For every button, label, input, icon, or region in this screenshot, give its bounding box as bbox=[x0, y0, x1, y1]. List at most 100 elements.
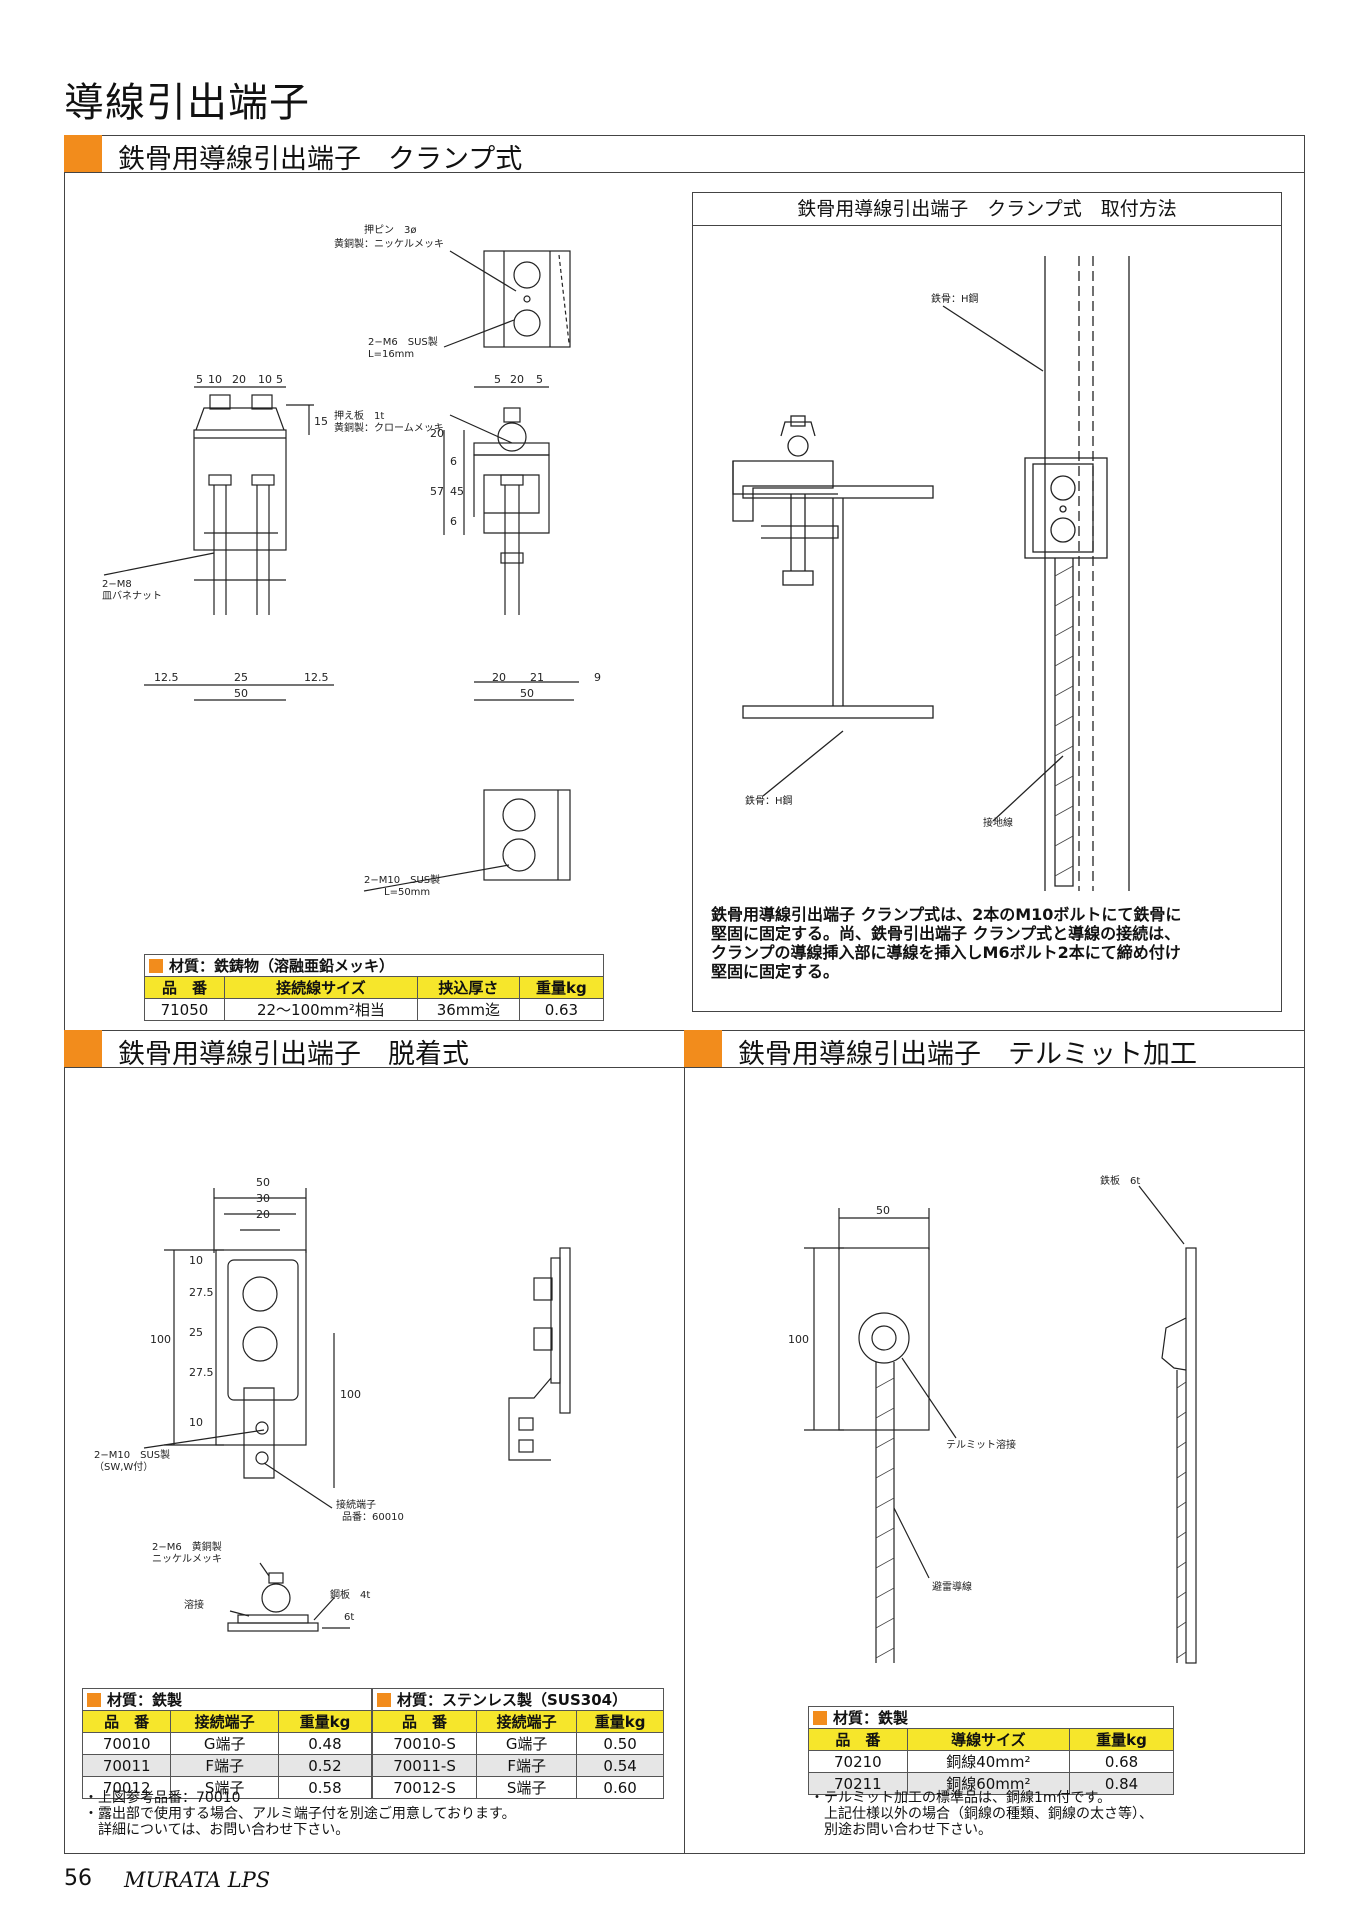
dim-5: 5 bbox=[536, 373, 543, 386]
detach-sus-table: 材質：ステンレス製（SUS304） 品 番 接続端子 重量kg 70010-S … bbox=[371, 1688, 664, 1799]
header-cell: 品 番 bbox=[81, 1710, 172, 1733]
table-row: 71050 22〜100mm²相当 36mm迄 0.63 bbox=[144, 998, 605, 1021]
table-cell: F端子 bbox=[170, 1754, 279, 1777]
dim-30: 30 bbox=[256, 1192, 270, 1205]
table-cell: 70211 bbox=[808, 1772, 908, 1795]
ground-wire-label: 接地線 bbox=[983, 816, 1013, 829]
m10-length: L=50mm bbox=[384, 887, 430, 898]
table-cell: 70210 bbox=[808, 1750, 908, 1773]
m10-label: 2−M10 SUS製 bbox=[364, 873, 440, 886]
orange-square-icon bbox=[377, 1693, 391, 1707]
dim-25: 25 bbox=[234, 671, 248, 684]
detach-section-title: 鉄骨用導線引出端子 脱着式 bbox=[118, 1039, 469, 1070]
dim-50: 50 bbox=[876, 1204, 890, 1217]
dim-50: 50 bbox=[256, 1176, 270, 1189]
table-cell: F端子 bbox=[476, 1754, 578, 1777]
thermit-note-2: 上記仕様以外の場合（銅線の種類、銅線の太さ等）、 bbox=[810, 1806, 1153, 1822]
clamp-section-frame bbox=[64, 135, 1305, 1031]
dim-12-5: 12.5 bbox=[154, 671, 179, 684]
table-cell: 70012 bbox=[81, 1776, 172, 1799]
table-cell: 0.50 bbox=[576, 1732, 664, 1755]
header-cell: 導線サイズ bbox=[906, 1728, 1071, 1751]
header-cell: 重量kg bbox=[277, 1710, 373, 1733]
dim-6: 6 bbox=[450, 455, 457, 468]
detach-sus-material-cell: 材質：ステンレス製（SUS304） bbox=[372, 1688, 664, 1711]
dim-27-5: 27.5 bbox=[189, 1366, 214, 1379]
table-cell: 0.58 bbox=[277, 1776, 373, 1799]
detach-m6-material: ニッケルメッキ bbox=[152, 1553, 222, 1565]
dim-50: 50 bbox=[520, 687, 534, 700]
thermit-section-header: 鉄骨用導線引出端子 テルミット加工 bbox=[684, 1030, 1305, 1070]
dim-10: 10 bbox=[208, 373, 222, 386]
table-cell: 71050 bbox=[144, 998, 225, 1021]
dim-10: 10 bbox=[258, 373, 272, 386]
steel-bottom-label: 鉄骨：H鋼 bbox=[745, 794, 793, 807]
table-cell: 0.52 bbox=[277, 1754, 373, 1777]
header-cell: 品 番 bbox=[371, 1710, 478, 1733]
dim-20: 20 bbox=[492, 671, 506, 684]
dim-5: 5 bbox=[196, 373, 203, 386]
table-cell: 22〜100mm²相当 bbox=[223, 998, 418, 1021]
orange-marker bbox=[684, 1030, 722, 1067]
thermit-weld-label: テルミット溶接 bbox=[946, 1438, 1016, 1451]
dim-27-5: 27.5 bbox=[189, 1286, 214, 1299]
detach-m6-label: 2−M6 黄銅製 bbox=[152, 1540, 222, 1553]
dim-20: 20 bbox=[232, 373, 246, 386]
header-cell: 品 番 bbox=[144, 976, 225, 999]
table-row: 70210 銅線40mm² 0.68 bbox=[808, 1750, 1174, 1773]
table-row: 70011-S F端子 0.54 bbox=[371, 1754, 664, 1777]
table-cell: 70012-S bbox=[371, 1776, 478, 1799]
terminal-number: 品番：60010 bbox=[342, 1511, 404, 1523]
table-cell: 70011-S bbox=[371, 1754, 478, 1777]
table-cell: 0.54 bbox=[576, 1754, 664, 1777]
table-cell: 0.48 bbox=[277, 1732, 373, 1755]
plate-label: 押え板 1t bbox=[334, 409, 384, 422]
header-cell: 接続端子 bbox=[170, 1710, 279, 1733]
thermit-section-frame bbox=[684, 1030, 1305, 1854]
table-row: 70012 S端子 0.58 bbox=[81, 1776, 373, 1799]
detach-drawing: 50 30 20 10 27.5 25 27.5 10 100 100 2−M1… bbox=[94, 1176, 571, 1632]
weld-label: 溶接 bbox=[184, 1598, 204, 1611]
detach-m10-note: （SW,W付） bbox=[94, 1460, 153, 1473]
m6-label: 2−M6 SUS製 bbox=[368, 335, 438, 348]
header-cell: 重量kg bbox=[518, 976, 605, 999]
thermit-note-1: ・テルミット加工の標準品は、銅線1m付です。 bbox=[810, 1790, 1112, 1806]
dim-10: 10 bbox=[189, 1254, 203, 1267]
brand-name: MURATA LPS bbox=[124, 1868, 271, 1892]
m8-material: 皿バネナット bbox=[102, 590, 162, 602]
detach-note-2: ・露出部で使用する場合、アルミ端子付を別途ご用意しております。 bbox=[84, 1806, 516, 1822]
terminal-label: 接続端子 bbox=[336, 1498, 376, 1511]
detach-section-header: 鉄骨用導線引出端子 脱着式 bbox=[64, 1030, 685, 1070]
dim-57: 57 bbox=[430, 485, 444, 498]
dim-20: 20 bbox=[256, 1208, 270, 1221]
clamp-spec-table: 材質：鉄鋳物（溶融亜鉛メッキ） 品 番 接続線サイズ 挟込厚さ 重量kg 710… bbox=[144, 954, 605, 1021]
install-description: 鉄骨用導線引出端子 クランプ式は、2本のM10ボルトにて鉄骨に 堅固に固定する。… bbox=[711, 905, 1182, 981]
thermit-material-cell: 材質：鉄製 bbox=[808, 1706, 1174, 1729]
table-cell: 0.60 bbox=[576, 1776, 664, 1799]
detach-iron-table: 材質：鉄製 品 番 接続端子 重量kg 70010 G端子 0.48 70011… bbox=[81, 1688, 373, 1799]
dim-100: 100 bbox=[788, 1333, 809, 1346]
detach-sus-material: 材質：ステンレス製（SUS304） bbox=[397, 1691, 628, 1709]
header-cell: 挟込厚さ bbox=[416, 976, 520, 999]
detach-iron-material-cell: 材質：鉄製 bbox=[82, 1688, 372, 1711]
clamp-section-header: 鉄骨用導線引出端子 クランプ式 bbox=[64, 135, 1305, 175]
detach-iron-material: 材質：鉄製 bbox=[107, 1691, 183, 1709]
header-cell: 重量kg bbox=[576, 1710, 664, 1733]
thermit-spec-table: 材質：鉄製 品 番 導線サイズ 重量kg 70210 銅線40mm² 0.68 … bbox=[808, 1706, 1174, 1795]
clamp-material-cell: 材質：鉄鋳物（溶融亜鉛メッキ） bbox=[144, 954, 604, 977]
dim-45: 45 bbox=[450, 485, 464, 498]
table-cell: 36mm迄 bbox=[416, 998, 520, 1021]
m6-length: L=16mm bbox=[368, 349, 414, 360]
table-cell: 銅線60mm² bbox=[906, 1772, 1071, 1795]
orange-marker bbox=[64, 1030, 102, 1067]
dim-100-right: 100 bbox=[340, 1388, 361, 1401]
page-title: 導線引出端子 bbox=[64, 80, 310, 126]
m8-label: 2−M8 bbox=[102, 579, 132, 590]
dim-21: 21 bbox=[530, 671, 544, 684]
clamp-section-title: 鉄骨用導線引出端子 クランプ式 bbox=[118, 144, 523, 175]
table-cell: G端子 bbox=[476, 1732, 578, 1755]
table-cell: 0.68 bbox=[1069, 1750, 1174, 1773]
plate-6t-label: 6t bbox=[344, 1612, 354, 1623]
dim-20: 20 bbox=[510, 373, 524, 386]
table-cell: G端子 bbox=[170, 1732, 279, 1755]
